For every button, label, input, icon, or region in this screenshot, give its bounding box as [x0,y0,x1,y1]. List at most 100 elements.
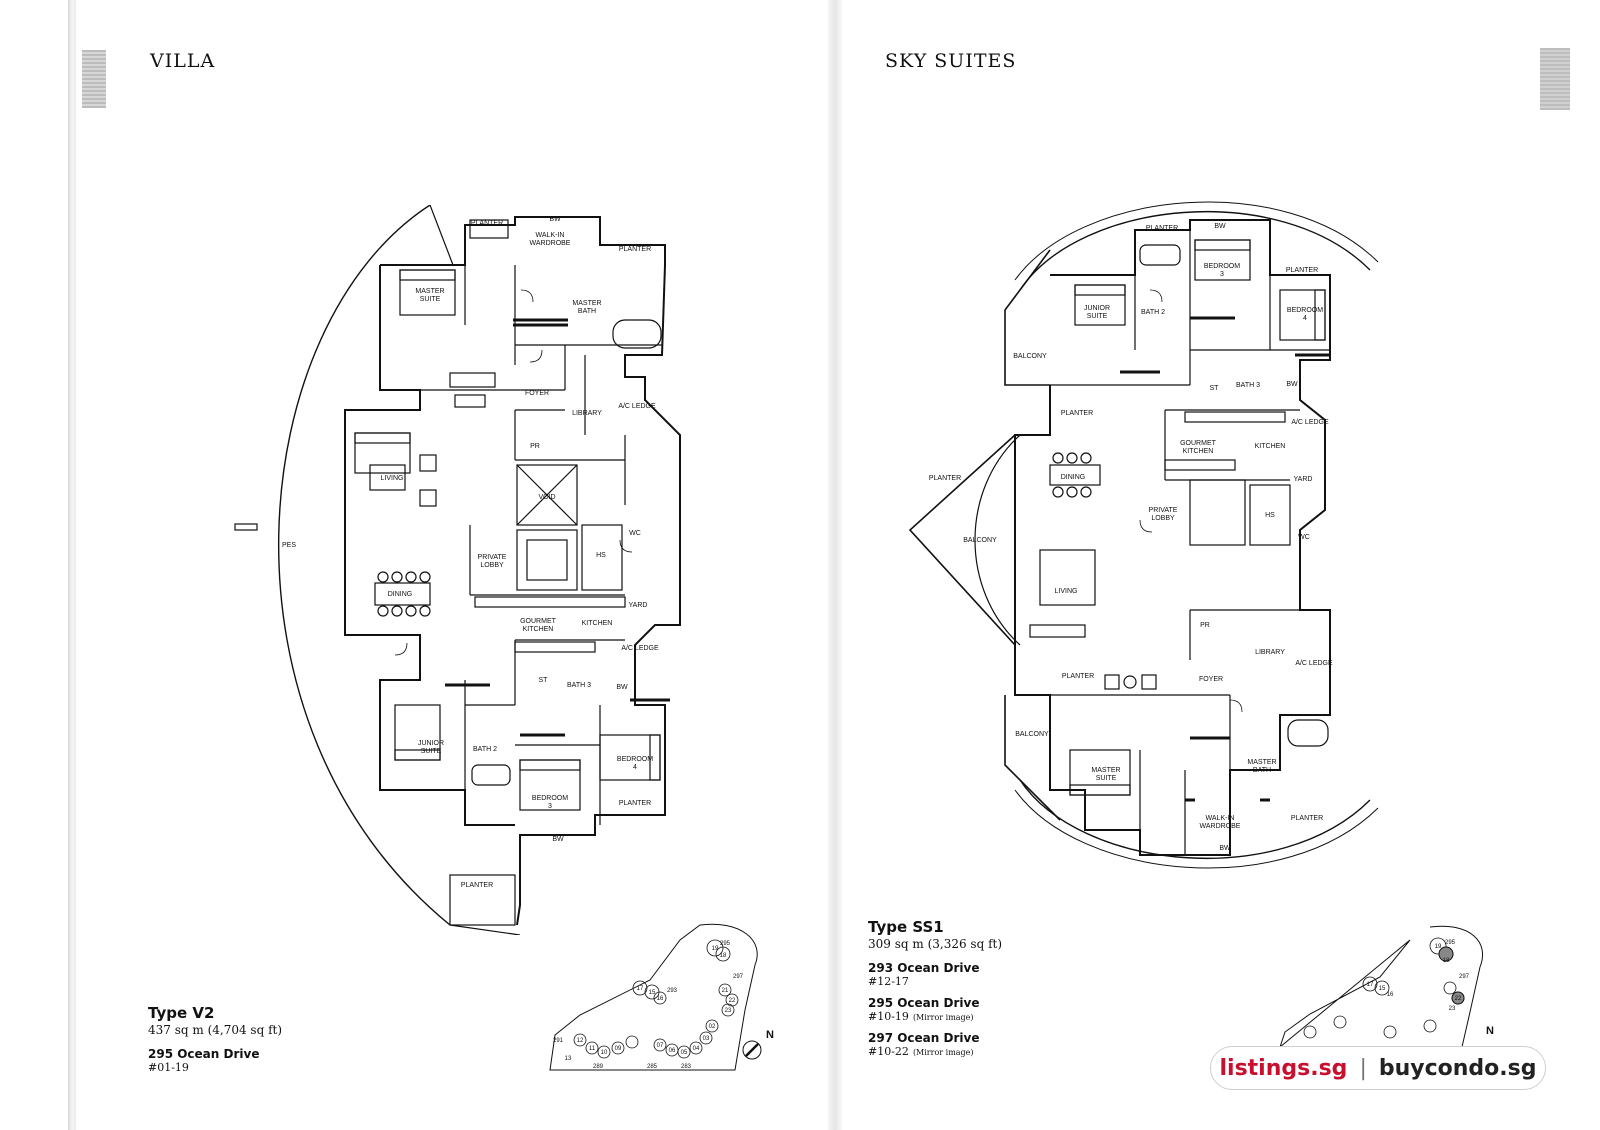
room-label: WC [1298,534,1310,541]
room-label: PRIVATE [478,554,507,561]
room-label: 3 [548,803,552,810]
keyplan-label: 13 [565,1056,572,1062]
floor-plan-villa: PLANTER BW WALK-IN WARDROBE PLANTER MAST… [225,205,705,935]
room-label: SUITE [420,296,441,303]
watermark-separator: | [1359,1055,1367,1081]
room-label: PR [1200,622,1210,629]
key-plan-sky-suites: 295 19 18 297 17 22 15 16 23 N [1270,922,1510,1047]
room-label: PRIVATE [1149,507,1178,514]
room-label: BW [1219,845,1231,852]
room-label: GOURMET [1180,440,1217,447]
room-label: JUNIOR [1084,305,1110,312]
room-label: ST [1210,385,1220,392]
unit-address: 297 Ocean Drive [868,1031,980,1045]
room-label: JUNIOR [418,740,444,747]
keyplan-label: 19 [1435,944,1442,950]
index-tab-left [82,50,106,108]
room-label: FOYER [525,390,549,397]
keyplan-label: 11 [589,1046,596,1052]
north-arrow-label: N [766,1029,774,1041]
room-label: SUITE [1096,775,1117,782]
room-label: LOBBY [480,562,504,569]
unit-numbers: #12-17 [868,975,909,988]
room-label: WC [629,530,641,537]
room-label: BEDROOM [532,795,568,802]
unit-info-villa: Type V2 437 sq m (4,704 sq ft) 295 Ocean… [148,1004,282,1074]
keyplan-label: 285 [647,1064,658,1070]
room-label: PLANTER [1061,410,1093,417]
room-label: LIVING [1055,588,1078,595]
room-label: PLANTER [929,475,961,482]
room-label: LIVING [381,475,404,482]
unit-type: Type V2 [148,1004,215,1022]
room-label: PLANTER [1146,225,1178,232]
room-label: SUITE [1087,313,1108,320]
page-title-sky-suites: SKY SUITES [885,50,1017,72]
unit-numbers: #10-22(Mirror image) [868,1045,974,1058]
keyplan-label: 10 [601,1050,608,1056]
keyplan-label: 07 [657,1043,664,1049]
room-label: KITCHEN [582,620,613,627]
page-edge [68,0,76,1130]
north-arrow-label: N [1486,1025,1494,1037]
room-label: LOBBY [1151,515,1175,522]
room-label: BATH [578,308,596,315]
keyplan-label: 295 [1445,940,1456,946]
room-label: BW [552,836,564,843]
keyplan-label: 12 [577,1038,584,1044]
room-label: BW [549,216,561,223]
unit-area: 309 sq m (3,326 sq ft) [868,937,1003,951]
room-label: HS [596,552,606,559]
room-label: MASTER [415,288,444,295]
unit-numbers: #01-19 [148,1061,189,1074]
room-label: WARDROBE [530,240,571,247]
room-label: BATH [1253,767,1271,774]
room-label: PR [530,443,540,450]
page-gutter [828,0,842,1130]
room-label: DINING [1061,474,1086,481]
room-label: A/C LEDGE [1291,419,1329,426]
room-label: PLANTER [619,800,651,807]
room-label: BATH 2 [473,746,497,753]
keyplan-label: 04 [693,1046,700,1052]
keyplan-label: 293 [667,988,678,994]
room-label: BALCONY [1013,353,1047,360]
room-label: BW [1286,381,1298,388]
room-label: YARD [1294,476,1313,483]
keyplan-label: 05 [681,1050,688,1056]
room-label: HS [1265,512,1275,519]
room-label: BEDROOM [617,756,653,763]
room-label: BATH 3 [567,682,591,689]
keyplan-label: 15 [1379,986,1386,992]
keyplan-label: 291 [553,1038,564,1044]
keyplan-label: 17 [1367,982,1374,988]
room-label: KITCHEN [1255,443,1286,450]
room-label: BALCONY [1015,731,1049,738]
room-label: KITCHEN [1183,448,1214,455]
page-title-villa: VILLA [150,50,216,72]
keyplan-label: 09 [615,1046,622,1052]
room-label: BW [616,684,628,691]
keyplan-label: 297 [1459,974,1470,980]
keyplan-label: 16 [1387,992,1394,998]
room-label: PLANTER [619,246,651,253]
keyplan-label: 03 [703,1036,710,1042]
unit-address: 295 Ocean Drive [148,1047,260,1061]
keyplan-label: 22 [729,998,736,1004]
room-label: PLANTER [471,220,503,227]
room-label: KITCHEN [523,626,554,633]
keyplan-label: 22 [1455,996,1462,1002]
keyplan-label: 23 [725,1008,732,1014]
keyplan-label: 18 [1443,958,1450,964]
unit-type: Type SS1 [868,918,944,936]
room-label: FOYER [1199,676,1223,683]
mirror-note: (Mirror image) [912,1013,974,1022]
room-label: PLANTER [461,882,493,889]
keyplan-label: 295 [720,941,731,947]
keyplan-label: 297 [733,974,744,980]
keyplan-label: 289 [593,1064,604,1070]
mirror-note: (Mirror image) [912,1048,974,1057]
room-label: WALK-IN [536,232,565,239]
room-label: MASTER [1091,767,1120,774]
